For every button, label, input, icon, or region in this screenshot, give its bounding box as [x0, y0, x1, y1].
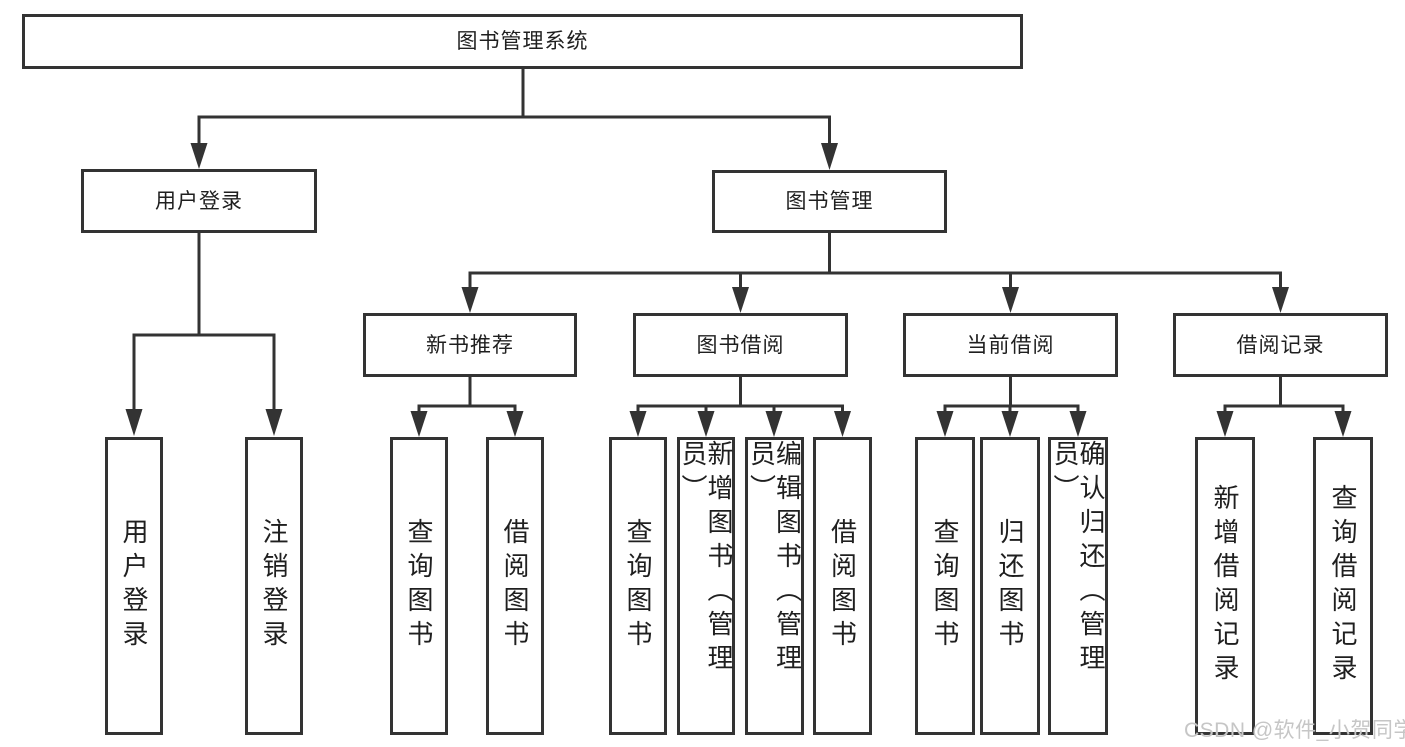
leaf-label: 编辑图书（管理员） [746, 440, 803, 678]
node-new-book-recommend: 新书推荐 [363, 313, 577, 377]
leaf-add-borrow-record: 新增借阅记录 [1195, 437, 1255, 735]
leaf-user-login: 用户登录 [105, 437, 163, 735]
node-label: 图书管理 [785, 190, 874, 213]
leaf-label: 归还图书 [995, 518, 1025, 654]
leaf-label: 查询图书 [930, 518, 960, 654]
leaf-return-book: 归还图书 [980, 437, 1040, 735]
leaf-label: 查询图书 [404, 518, 434, 654]
node-label: 用户登录 [155, 189, 243, 213]
leaf-label: 新增借阅记录 [1210, 484, 1240, 688]
leaf-label: 新增图书（管理员） [678, 440, 734, 678]
node-current-borrow: 当前借阅 [903, 313, 1118, 377]
leaf-borrow-books-recommend: 借阅图书 [486, 437, 544, 735]
leaf-label: 查询图书 [623, 518, 653, 654]
node-label: 图书借阅 [696, 333, 785, 357]
leaf-logout: 注销登录 [245, 437, 303, 735]
leaf-edit-book-admin: 编辑图书（管理员） [745, 437, 804, 735]
leaf-query-books-current: 查询图书 [915, 437, 975, 735]
leaf-label: 借阅图书 [827, 518, 858, 654]
leaf-query-books-borrow: 查询图书 [609, 437, 667, 735]
leaf-query-borrow-record: 查询借阅记录 [1313, 437, 1373, 735]
leaf-borrow-books: 借阅图书 [813, 437, 872, 735]
leaf-add-book-admin: 新增图书（管理员） [677, 437, 735, 735]
leaf-query-books-recommend: 查询图书 [390, 437, 448, 735]
node-book-borrow: 图书借阅 [633, 313, 848, 377]
node-book-management: 图书管理 [712, 170, 947, 233]
node-root: 图书管理系统 [22, 14, 1023, 69]
leaf-label: 查询借阅记录 [1328, 484, 1358, 688]
leaf-label: 用户登录 [119, 518, 149, 654]
node-borrow-records: 借阅记录 [1173, 313, 1388, 377]
node-label: 新书推荐 [426, 333, 514, 357]
node-user-login: 用户登录 [81, 169, 317, 233]
node-label: 借阅记录 [1236, 333, 1325, 357]
node-root-label: 图书管理系统 [456, 30, 589, 53]
node-label: 当前借阅 [966, 333, 1055, 357]
leaf-label: 借阅图书 [500, 518, 530, 654]
leaf-label: 注销登录 [259, 518, 289, 654]
leaf-confirm-return-admin: 确认归还（管理员） [1048, 437, 1108, 735]
csdn-watermark: CSDN @软件_小贺同学 [1184, 719, 1405, 742]
leaf-label: 确认归还（管理员） [1050, 440, 1106, 678]
